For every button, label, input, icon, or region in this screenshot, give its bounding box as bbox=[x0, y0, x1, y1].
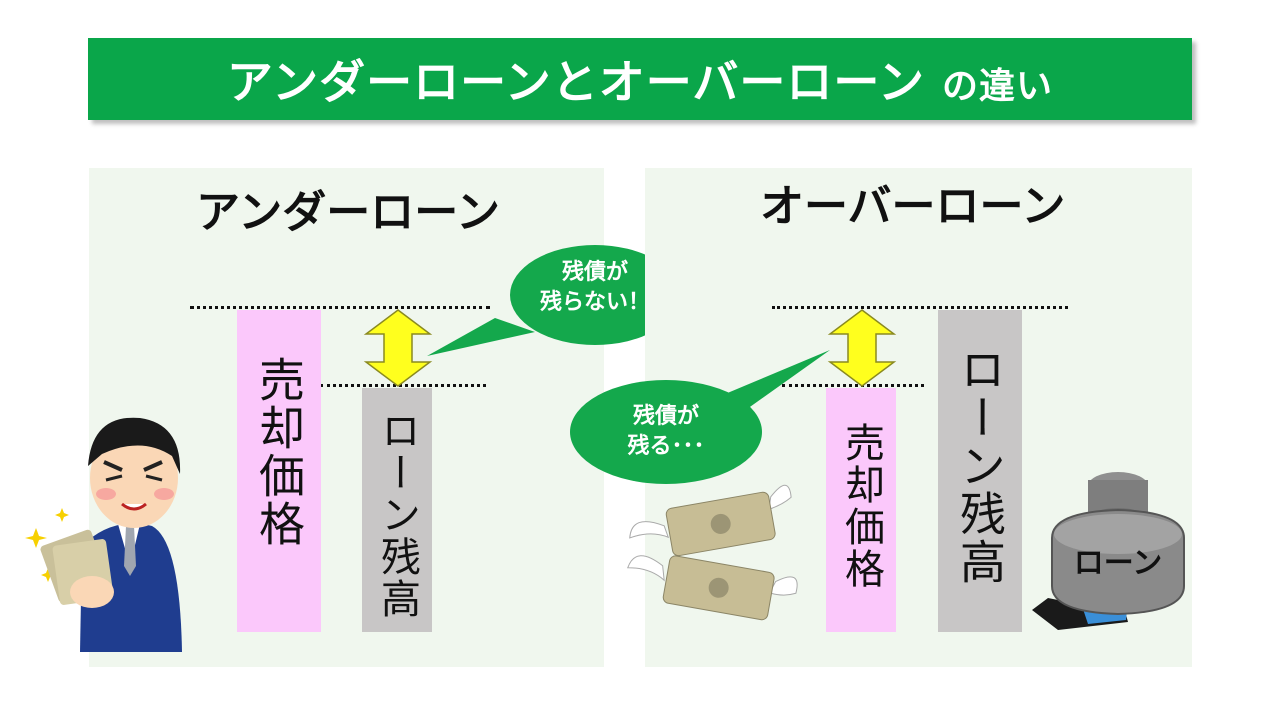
overloan-heading: オーバーローン bbox=[760, 181, 1066, 232]
title-main: アンダーローンとオーバーローン bbox=[226, 55, 926, 109]
overloan-loan-label: ローン残高 bbox=[953, 346, 1007, 586]
overloan-loan-level-line bbox=[772, 306, 1068, 309]
title-banner: アンダーローンとオーバーローン の違い bbox=[88, 38, 1192, 120]
speech-bubble bbox=[570, 350, 830, 484]
underloan-sale-label: 売却価格 bbox=[252, 356, 306, 548]
overloan-sale-bar: 売却価格 bbox=[826, 388, 896, 632]
loan-weight-illustration bbox=[1032, 472, 1185, 630]
overloan-bubble-line2: 残る･･･ bbox=[627, 434, 705, 459]
overloan-bubble-line1: 残債が bbox=[632, 404, 699, 429]
double-arrow-icon bbox=[363, 309, 433, 387]
title-suffix: の違い bbox=[942, 66, 1054, 107]
double-arrow-icon bbox=[827, 309, 897, 387]
overloan-sale-level-line bbox=[782, 384, 924, 387]
underloan-bubble-text: 残債が 残らない！ bbox=[510, 258, 680, 318]
underloan-loan-label: ローン残高 bbox=[374, 410, 420, 620]
businessman-with-money-illustration bbox=[25, 417, 182, 652]
underloan-sale-level-line bbox=[190, 306, 490, 309]
underloan-loan-bar: ローン残高 bbox=[362, 388, 432, 632]
overloan-bubble-text: 残債が 残る･･･ bbox=[586, 402, 746, 462]
flying-banknotes-illustration bbox=[627, 484, 798, 621]
underloan-heading: アンダーローン bbox=[196, 187, 501, 238]
underloan-loan-level-line bbox=[320, 384, 486, 387]
underloan-bubble-line2: 残らない！ bbox=[539, 290, 650, 315]
speech-bubble bbox=[427, 245, 680, 356]
overloan-sale-label: 売却価格 bbox=[838, 422, 884, 590]
loan-weight-label: ローン bbox=[1073, 546, 1163, 581]
underloan-bubble-line1: 残債が bbox=[561, 260, 628, 285]
overloan-loan-bar: ローン残高 bbox=[938, 310, 1022, 632]
underloan-sale-bar: 売却価格 bbox=[237, 310, 321, 632]
page-title: アンダーローンとオーバーローン の違い bbox=[227, 46, 1053, 112]
